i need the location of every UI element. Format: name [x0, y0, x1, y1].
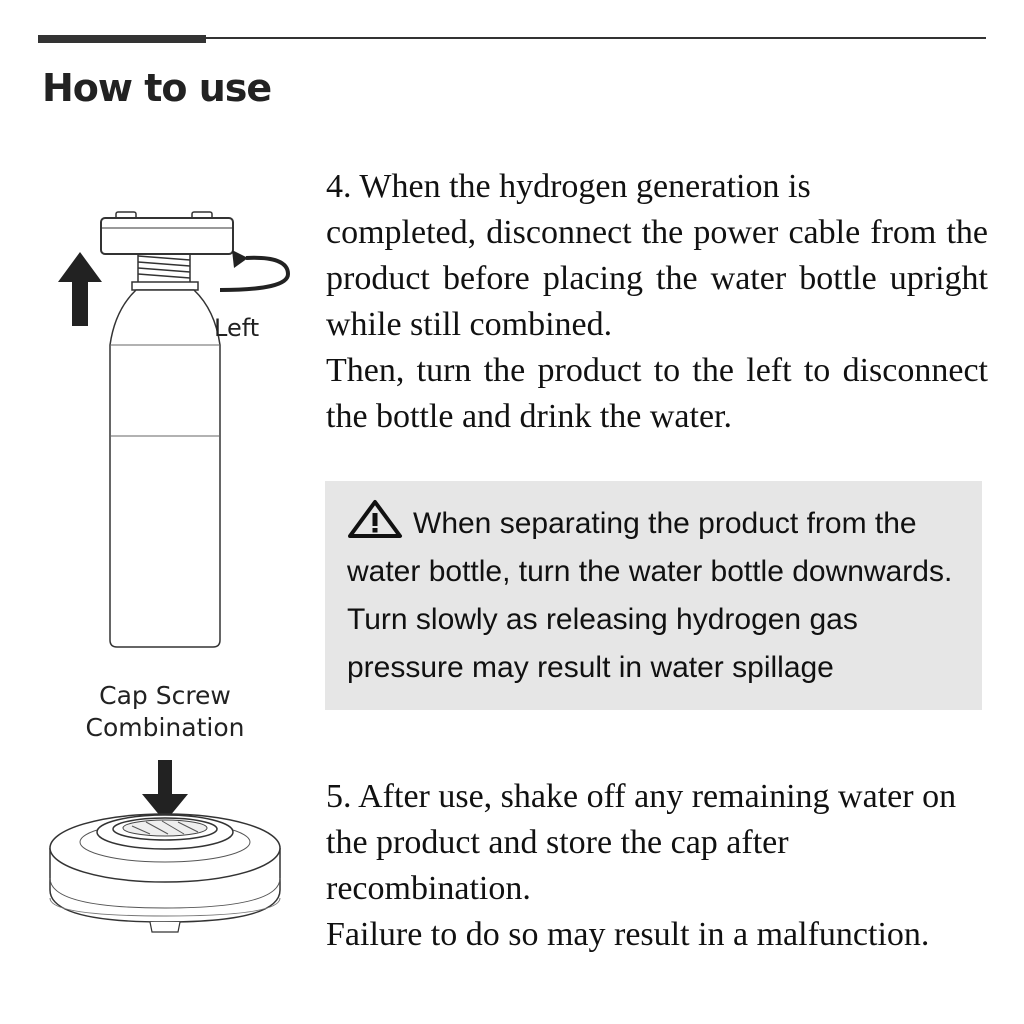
page-title: How to use	[42, 66, 272, 110]
step-4-line-1: 4. When the hydrogen generation is	[326, 168, 811, 205]
step-4-line-3: Then, turn the product to the left to di…	[326, 352, 988, 435]
arrow-down-icon	[142, 760, 188, 822]
bottle-illustration	[100, 211, 234, 648]
warning-triangle-icon	[348, 500, 402, 538]
warning-text: When separating the product from the wat…	[347, 507, 953, 684]
cap-combination-label: Cap Screw Combination	[60, 680, 270, 744]
step-4-line-2: completed, disconnect the power cable fr…	[326, 214, 988, 343]
step-5-instructions: 5. After use, shake off any remaining wa…	[326, 774, 988, 958]
step-4-instructions: 4. When the hydrogen generation is compl…	[326, 164, 988, 440]
cap-label-line2: Combination	[85, 713, 245, 742]
cap-label-line1: Cap Screw	[99, 681, 231, 710]
cap-illustration	[49, 813, 281, 933]
arrow-up-icon	[58, 252, 102, 326]
warning-box: When separating the product from the wat…	[325, 481, 982, 710]
rotate-left-arrow-icon	[219, 250, 291, 292]
warning-content: When separating the product from the wat…	[347, 499, 966, 692]
step-5-line-2: Failure to do so may result in a malfunc…	[326, 916, 930, 953]
rotate-direction-label: Left	[214, 314, 260, 342]
header-rule	[206, 37, 986, 39]
step-5-line-1: 5. After use, shake off any remaining wa…	[326, 778, 957, 907]
header-rule-accent	[38, 35, 206, 43]
